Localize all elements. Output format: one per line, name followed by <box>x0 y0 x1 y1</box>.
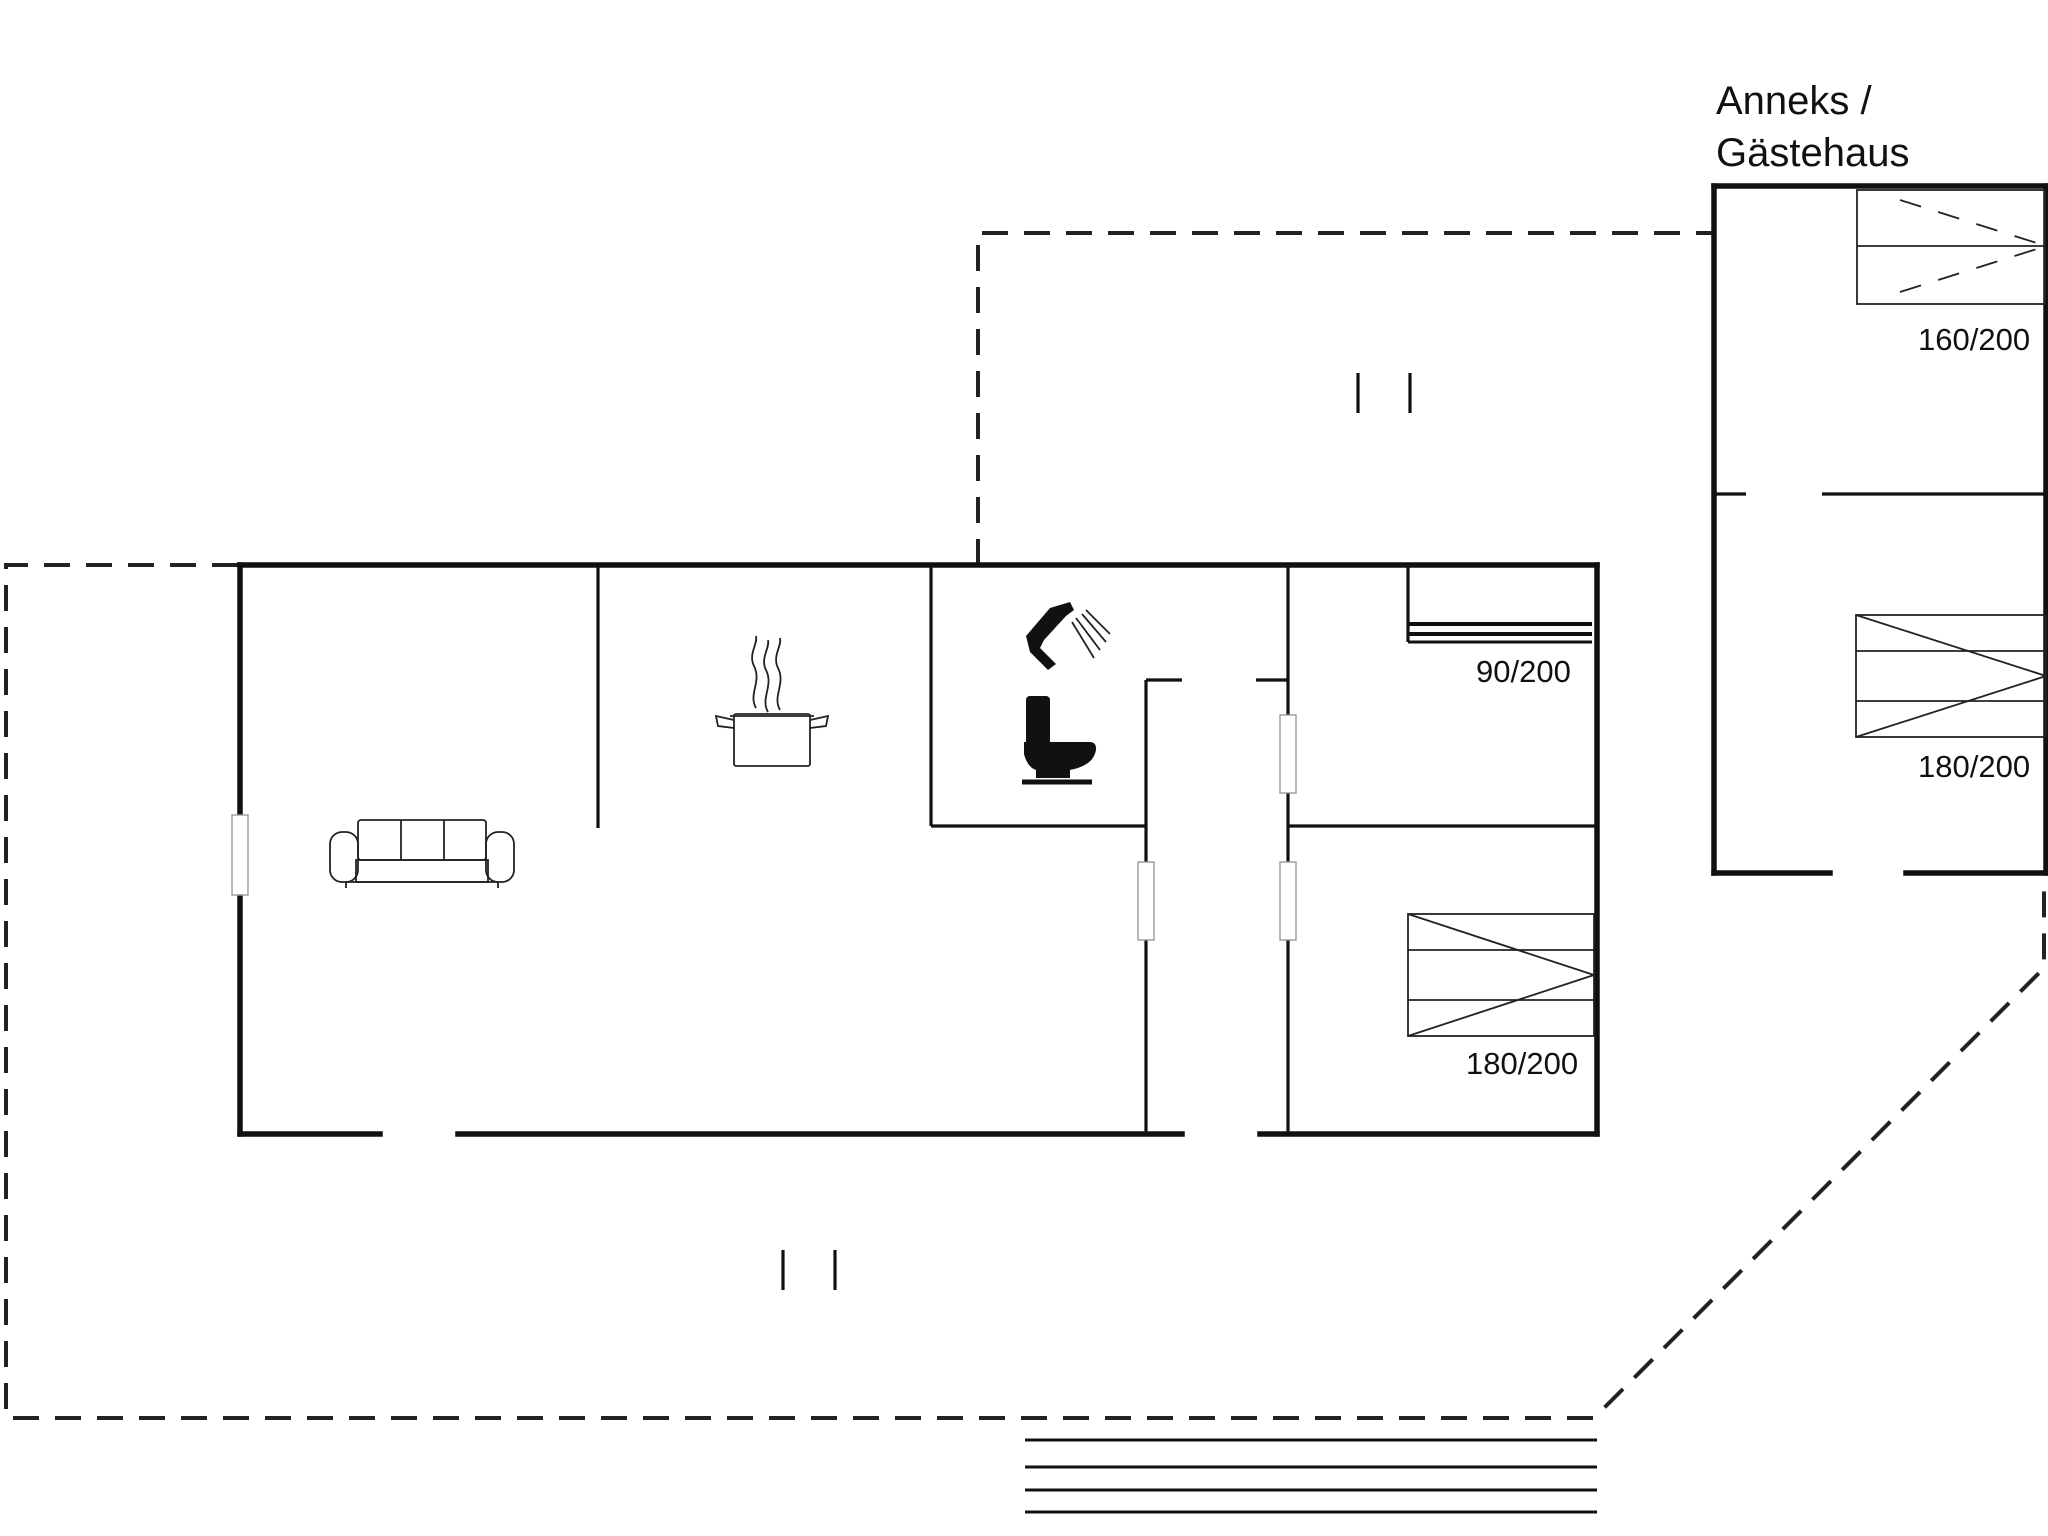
bed-size-label: 160/200 <box>1918 322 2030 357</box>
terrace-marker <box>781 1250 837 1290</box>
cooking-pot-icon <box>714 635 830 767</box>
bed-icon <box>1855 614 2047 738</box>
main-house-walls <box>237 562 1600 1137</box>
bed-icon <box>1856 189 2046 305</box>
annex-label: Anneks / <box>1716 79 1873 123</box>
bed-size-label: 180/200 <box>1918 749 2030 784</box>
door-openings <box>231 714 1297 941</box>
annex-label: Gästehaus <box>1716 131 1909 175</box>
bed-size-label: 90/200 <box>1476 654 1571 689</box>
steps <box>1025 1438 1597 1514</box>
main-house-interior-walls <box>596 565 1597 1134</box>
annex-walls <box>1711 183 2048 876</box>
bed-size-label: 180/200 <box>1466 1046 1578 1081</box>
toilet-icon <box>1022 696 1097 785</box>
bed-icon <box>1407 913 1595 1037</box>
terrace-outline <box>4 231 2046 1420</box>
bed-icon <box>1406 565 1592 644</box>
sofa-icon <box>329 819 515 888</box>
terrace-marker <box>1356 373 1412 413</box>
shower-icon <box>1026 602 1111 670</box>
